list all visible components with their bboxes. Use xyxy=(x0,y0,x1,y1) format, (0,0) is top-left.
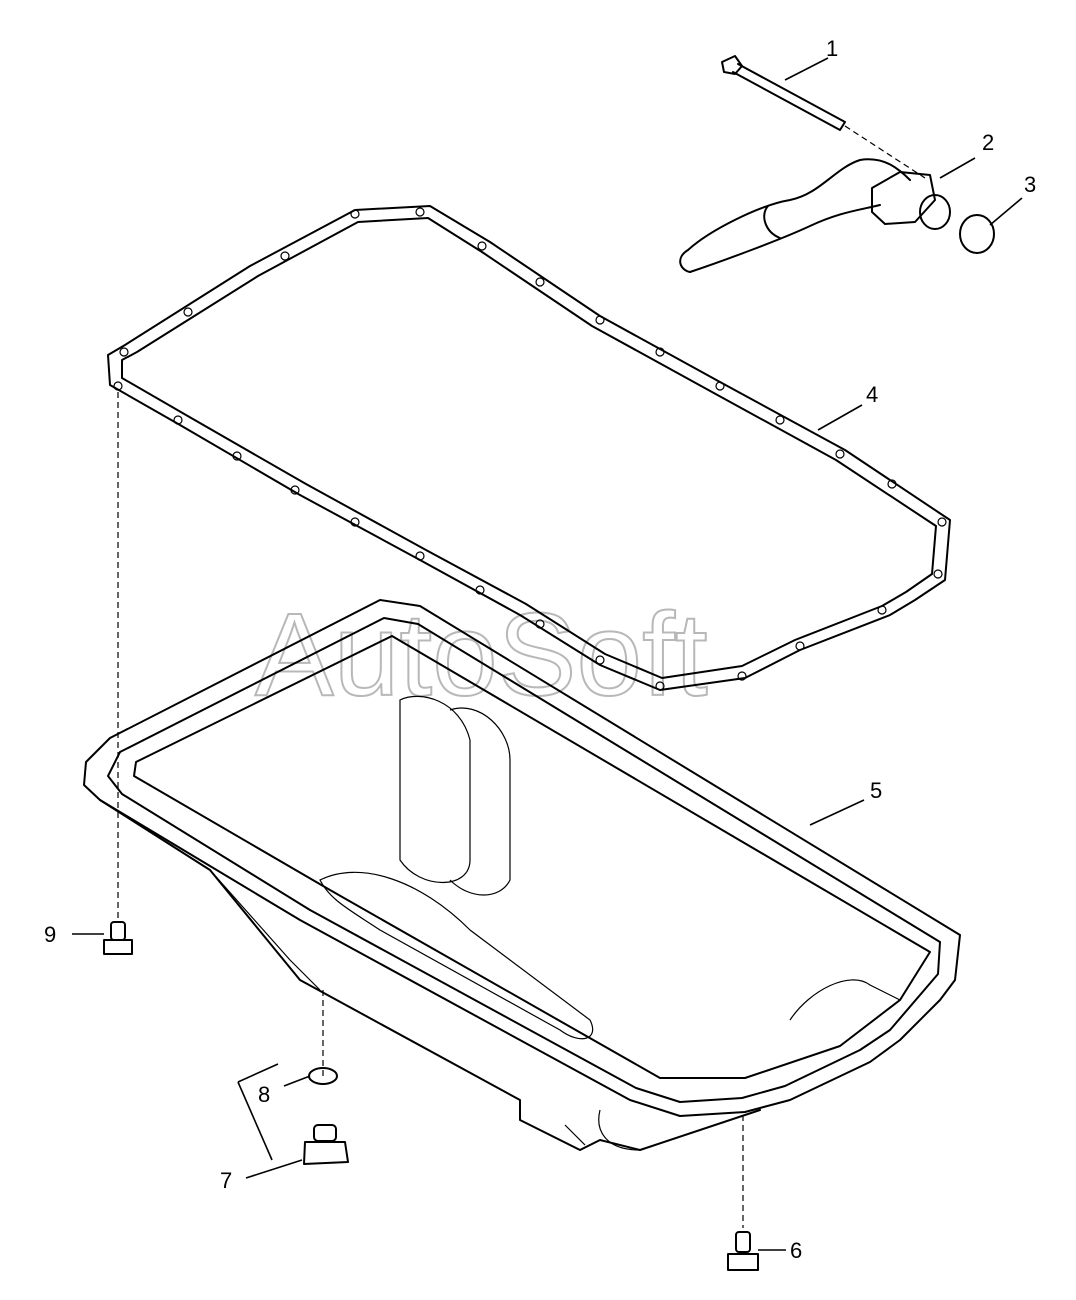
callout-4: 4 xyxy=(866,382,878,407)
callout-2: 2 xyxy=(982,130,994,155)
bolt-part-6 xyxy=(727,1115,759,1271)
callout-1: 1 xyxy=(826,36,838,61)
drain-plug-part-7 xyxy=(303,990,349,1165)
o-ring-part-3 xyxy=(959,214,995,254)
oil-pan-part-5 xyxy=(83,599,961,1151)
oil-pickup-tube-part-2 xyxy=(679,158,951,273)
callout-3: 3 xyxy=(1024,172,1036,197)
leader-lines xyxy=(72,57,1023,1251)
callout-7: 7 xyxy=(220,1168,232,1193)
callout-6: 6 xyxy=(790,1238,802,1263)
bolt-part-9 xyxy=(103,392,133,955)
callout-9: 9 xyxy=(44,922,56,947)
watermark: AutoSoft xyxy=(255,589,708,721)
gasket-bolt-holes xyxy=(113,207,947,691)
gasket-part-4 xyxy=(107,205,951,691)
callout-8: 8 xyxy=(258,1082,270,1107)
callout-5: 5 xyxy=(870,778,882,803)
bolt-part-1 xyxy=(721,55,926,179)
